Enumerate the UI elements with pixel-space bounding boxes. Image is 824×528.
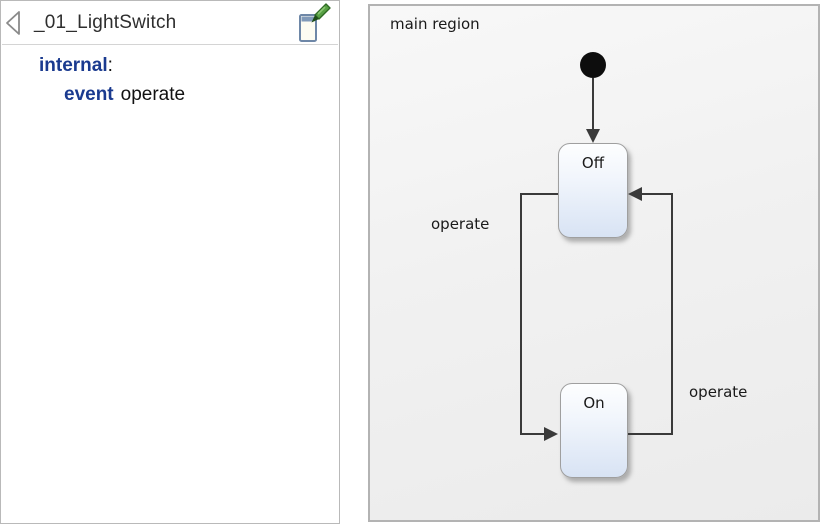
transition-on-to-off[interactable] (628, 187, 673, 435)
internal-section-line: internal: (1, 51, 337, 80)
diagram-canvas[interactable]: main region Off On o (368, 4, 820, 522)
state-on[interactable]: On (560, 383, 628, 478)
state-on-label: On (583, 394, 605, 412)
event-name: operate (120, 84, 186, 105)
statechart-title[interactable]: _01_LightSwitch (34, 12, 177, 33)
header-divider (2, 44, 338, 45)
event-declaration-line: event operate (1, 80, 337, 109)
collapse-panel-icon[interactable] (4, 10, 22, 36)
transition-on-to-off-label[interactable]: operate (689, 383, 748, 401)
declaration-panel: _01_LightSwitch internal: event operate (0, 0, 340, 524)
definition-section[interactable]: internal: event operate (1, 51, 337, 109)
declaration-header: _01_LightSwitch (1, 1, 339, 44)
state-off-label: Off (581, 154, 605, 172)
transition-off-to-on[interactable] (520, 193, 558, 441)
state-off[interactable]: Off (558, 143, 628, 238)
keyword-event: event (64, 84, 114, 105)
initial-state[interactable] (580, 52, 606, 78)
transition-initial-to-off[interactable] (586, 78, 600, 143)
transition-off-to-on-label[interactable]: operate (431, 215, 490, 233)
keyword-internal: internal (39, 55, 108, 76)
colon: : (107, 55, 113, 76)
transition-layer (520, 52, 673, 441)
region-label[interactable]: main region (390, 15, 480, 33)
edit-definition-icon[interactable] (291, 3, 331, 43)
